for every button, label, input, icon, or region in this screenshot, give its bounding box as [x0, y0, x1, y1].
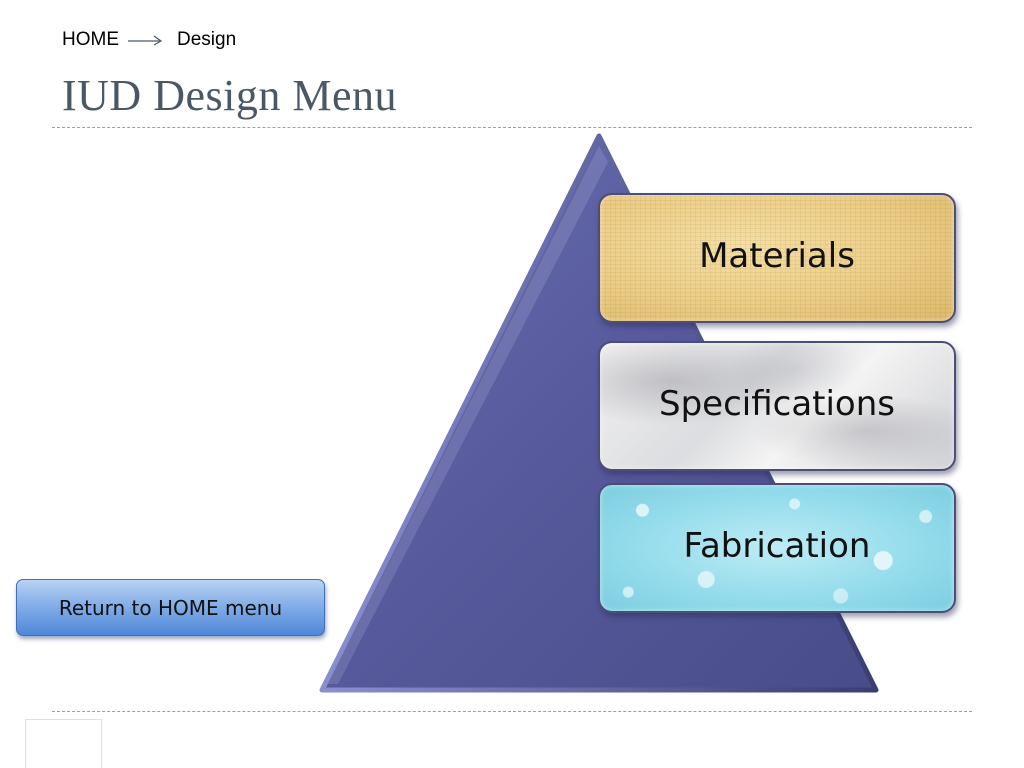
breadcrumb: HOME Design: [62, 28, 236, 52]
arrow-right-icon: [128, 35, 163, 46]
fabrication-label: Fabrication: [683, 526, 871, 566]
specifications-label: Specifications: [658, 384, 895, 424]
breadcrumb-home-link[interactable]: HOME: [62, 29, 119, 50]
page-title: IUD Design Menu: [62, 71, 398, 120]
specifications-button[interactable]: Specifications: [598, 341, 956, 471]
footer-corner-box: [25, 719, 102, 768]
materials-button[interactable]: Materials: [598, 193, 956, 323]
top-divider: [52, 127, 972, 128]
breadcrumb-current: Design: [177, 29, 237, 50]
fabrication-button[interactable]: Fabrication: [598, 483, 956, 613]
return-home-button[interactable]: Return to HOME menu: [16, 579, 325, 636]
materials-label: Materials: [699, 236, 855, 276]
bottom-divider: [52, 711, 972, 712]
